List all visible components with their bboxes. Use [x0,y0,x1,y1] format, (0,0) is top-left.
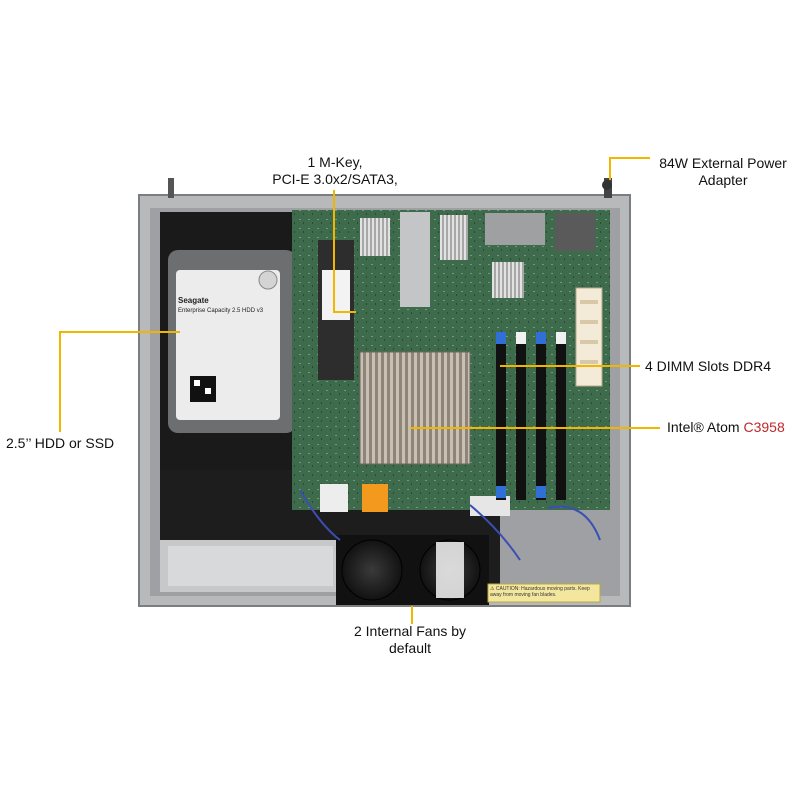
callout-power-adapter: 84W External Power Adapter [648,155,798,189]
hdd-label: Seagate Enterprise Capacity 2.5 HDD v3 [178,296,278,316]
callout-fans: 2 Internal Fans by default [330,623,490,657]
callout-hdd: 2.5’’ HDD or SSD [6,435,115,451]
callout-mkey-line2: PCI-E 3.0x2/SATA3, [272,171,398,187]
callout-dimm: 4 DIMM Slots DDR4 [645,358,772,374]
hdd-drive [168,250,296,433]
callout-lines [59,157,660,624]
callout-power-line2: Adapter [698,172,748,188]
callout-power-line1: 84W External Power [659,155,787,171]
dimm-slots [496,332,566,500]
callout-line-mkey [333,190,356,313]
cables [299,489,601,561]
callout-mkey: 1 M-Key, PCI-E 3.0x2/SATA3, [240,154,430,188]
callout-line-hdd [59,331,180,432]
callout-fans-line1: 2 Internal Fans by [353,623,467,639]
internal-fans [336,535,489,605]
hdd-model: Enterprise Capacity 2.5 HDD v3 [178,308,264,314]
callout-line-power [609,157,650,180]
callout-mkey-line1: 1 M-Key, [307,154,363,170]
fan-caution-sticker [487,583,601,603]
callout-cpu-prefix: Intel® Atom [667,419,744,435]
callout-cpu: Intel® Atom C3958 [667,419,785,436]
fan-sticker-text: ⚠ CAUTION: Hazardous moving parts. Keep … [490,586,590,598]
callout-fans-line2: default [388,640,432,656]
callout-cpu-model: C3958 [743,419,785,435]
hdd-brand: Seagate [178,296,209,305]
